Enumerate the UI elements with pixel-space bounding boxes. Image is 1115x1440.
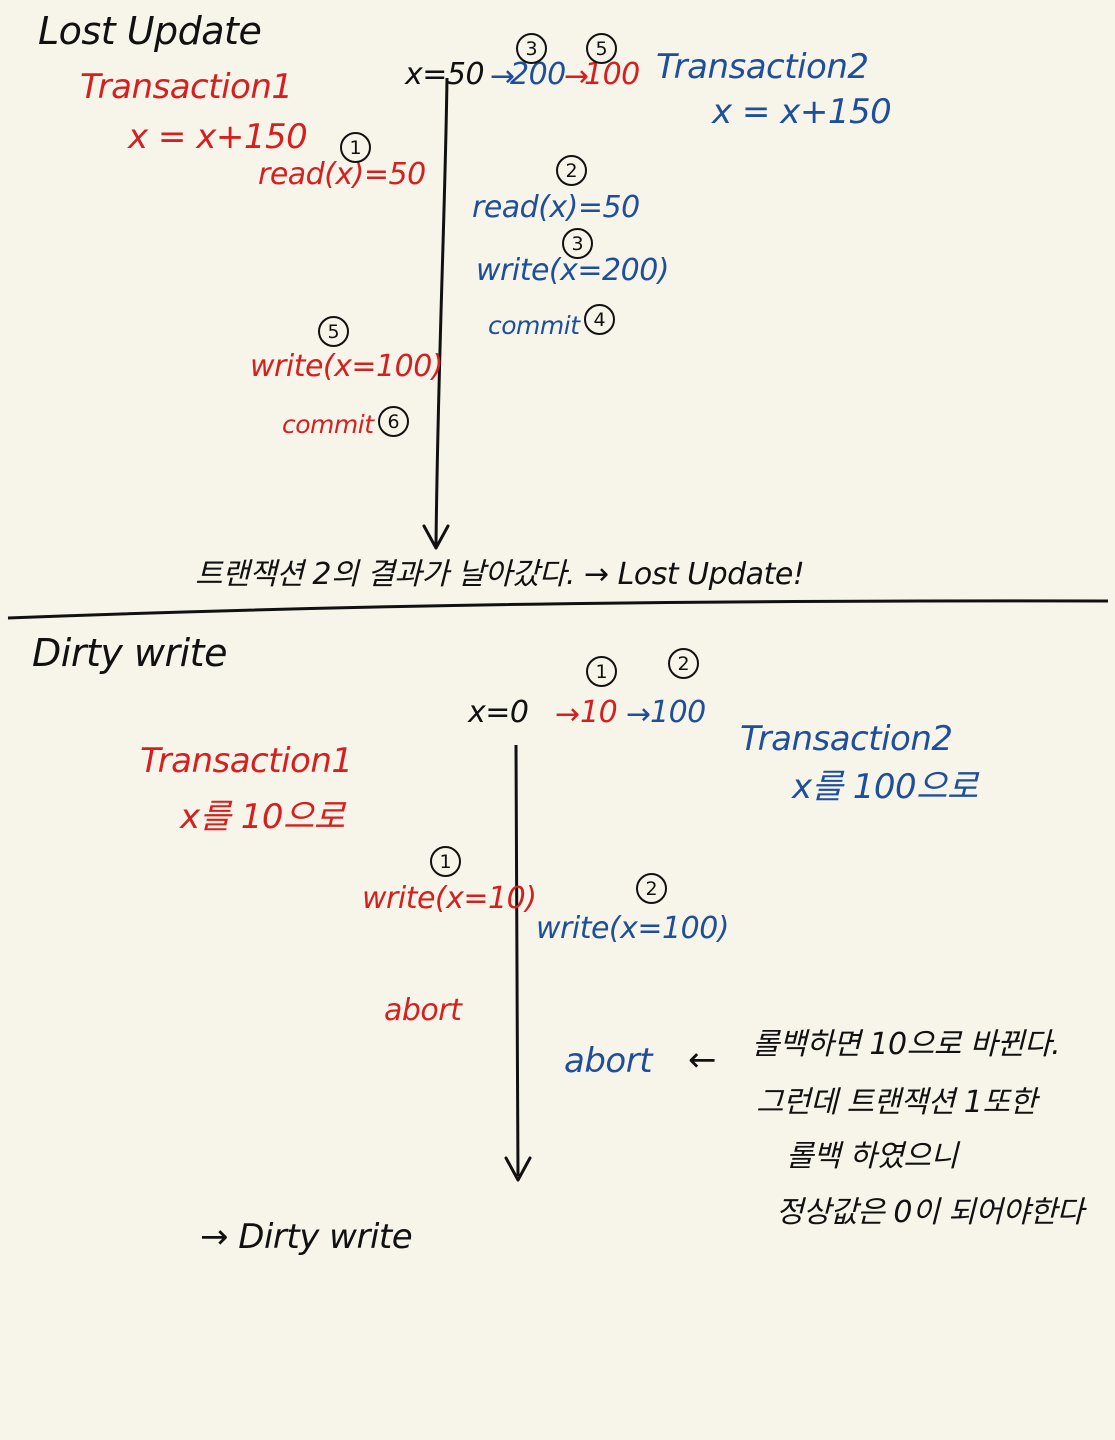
dirty-write-arrowhead (504, 1156, 532, 1182)
dirty-write-tx1-abort: abort (384, 993, 462, 1028)
lost-update-timeline-step-3: 3 (516, 33, 547, 64)
dirty-write-tx2-write-step: 2 (636, 873, 667, 904)
dirty-write-tx1-title: Transaction1 (140, 741, 353, 781)
dirty-write-tx2-title: Transaction2 (740, 719, 953, 759)
lost-update-timeline-arrow1: → (490, 59, 515, 94)
dirty-write-note-line-3: 롤백 하였으니 (786, 1139, 958, 1174)
lost-update-tx2-write-step: 3 (562, 228, 593, 259)
lost-update-timeline-start: x=50 (405, 57, 485, 92)
dirty-write-tx2-desc: x를 100으로 (792, 767, 978, 807)
dirty-write-note-line-2: 그런데 트랜잭션 1또한 (756, 1085, 1037, 1120)
dirty-write-tx2-write: write(x=100) (536, 911, 729, 946)
lost-update-tx1-write-step: 5 (318, 316, 349, 347)
lost-update-tx2-write: write(x=200) (476, 253, 669, 288)
section-divider (7, 599, 1109, 620)
dirty-write-timeline-arrow1: → (555, 697, 580, 732)
dirty-write-tx1-write: write(x=10) (362, 881, 537, 916)
dirty-write-title: Dirty write (32, 631, 227, 675)
dirty-write-timeline-value2: 100 (650, 695, 706, 730)
lost-update-tx1-read-step: 1 (340, 132, 371, 163)
lost-update-tx2-title: Transaction2 (656, 47, 869, 87)
lost-update-tx2-commit-step: 4 (584, 304, 615, 335)
dirty-write-tx2-abort: abort (564, 1041, 653, 1081)
lost-update-timeline-value1: 200 (510, 57, 566, 92)
lost-update-tx1-read: read(x)=50 (258, 157, 426, 192)
lost-update-tx1-write: write(x=100) (250, 349, 443, 384)
dirty-write-timeline-start: x=0 (468, 695, 529, 730)
dirty-write-conclusion: → Dirty write (200, 1217, 413, 1257)
dirty-write-tx1-desc: x를 10으로 (180, 797, 345, 837)
lost-update-tx2-commit: commit (488, 311, 580, 340)
lost-update-tx2-read: read(x)=50 (472, 190, 640, 225)
lost-update-conclusion: 트랜잭션 2의 결과가 날아갔다. → Lost Update! (195, 557, 805, 592)
dirty-write-note-line-4: 정상값은 0이 되어야한다 (776, 1195, 1084, 1230)
dirty-write-note-arrow: ← (688, 1040, 717, 1080)
dirty-write-timeline-step-2: 2 (668, 648, 699, 679)
dirty-write-timeline-value1: 10 (580, 695, 618, 730)
dirty-write-tx1-write-step: 1 (430, 846, 461, 877)
lost-update-timeline-step-5: 5 (586, 33, 617, 64)
dirty-write-timeline-arrow2: → (626, 697, 651, 732)
lost-update-tx1-commit-step: 6 (378, 406, 409, 437)
lost-update-title: Lost Update (38, 9, 262, 53)
lost-update-timeline-arrow (434, 77, 449, 546)
lost-update-timeline-arrow2: → (564, 59, 589, 94)
lost-update-tx1-commit: commit (282, 410, 374, 439)
dirty-write-note-line-1: 롤백하면 10으로 바뀐다. (752, 1027, 1061, 1062)
lost-update-tx1-title: Transaction1 (80, 67, 293, 107)
dirty-write-timeline-step-1: 1 (586, 656, 617, 687)
lost-update-arrowhead (422, 524, 450, 550)
lost-update-tx2-read-step: 2 (556, 155, 587, 186)
lost-update-tx2-expr: x = x+150 (712, 92, 892, 132)
lost-update-tx1-expr: x = x+150 (128, 117, 308, 157)
lost-update-timeline-value2: 100 (584, 57, 640, 92)
dirty-write-timeline-arrow (514, 744, 520, 1177)
